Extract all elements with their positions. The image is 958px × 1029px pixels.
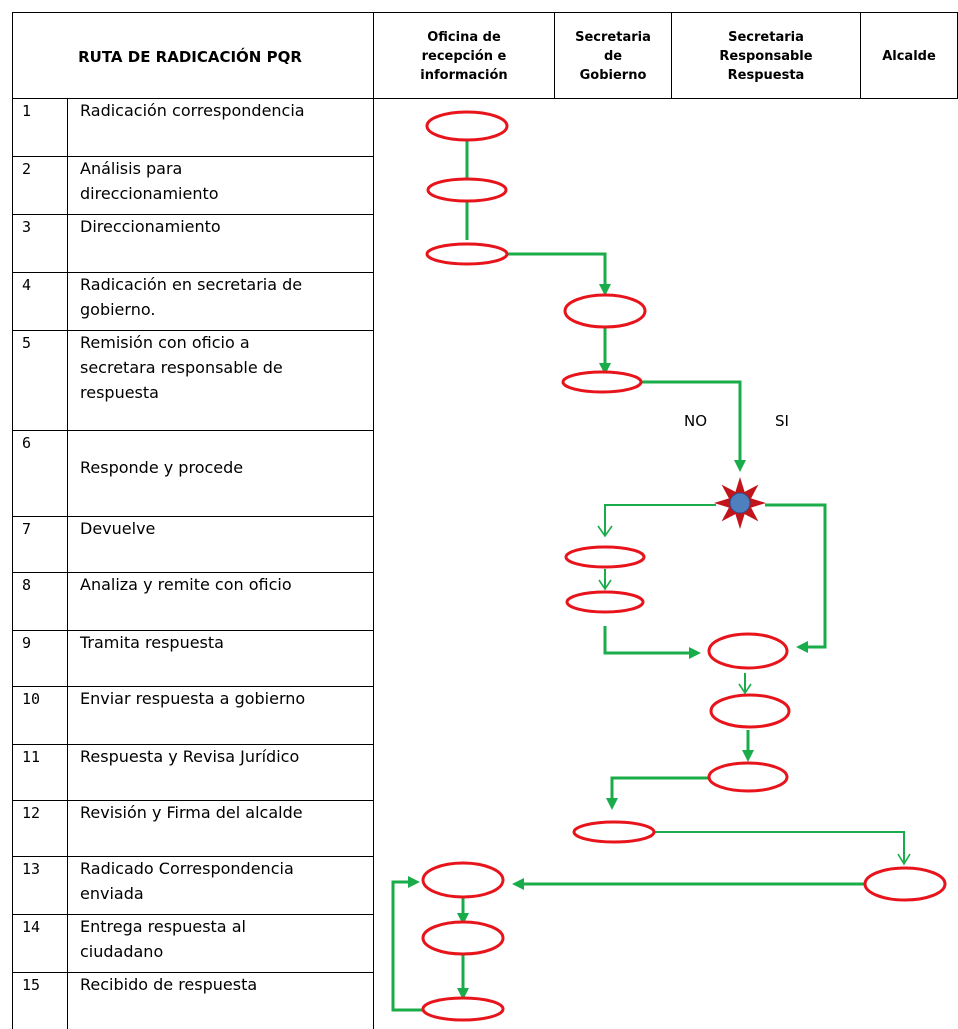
step-description-line: Recibido de respuesta [80,975,257,994]
node-radicacion-gobierno [563,293,647,329]
node-revision-firma [572,820,656,844]
step-description-line: Radicado Correspondencia [80,859,294,878]
step-number: 11 [22,748,40,766]
arrow-head-no-branch [597,525,613,538]
column-header-line: recepción e [422,49,507,64]
column-header-line: Oficina de [427,30,501,45]
step-number: 1 [22,102,31,120]
column-header-line: Secretaria [575,30,651,45]
connector-8-9 [603,626,690,655]
step-number: 2 [22,160,31,178]
node-analisis [426,177,508,203]
arrow-head-5-decision [734,460,746,472]
arrow-head-13-14 [457,913,469,925]
connector-12-13 [655,831,905,862]
star-decision-icon [714,477,766,529]
step-description-line: Tramita respuesta [79,633,224,652]
step-description-line: Radicación en secretaria de [80,275,302,294]
step-description-line: enviada [80,884,144,903]
step-description-line: Revisión y Firma del alcalde [80,803,303,822]
step-number: 10 [22,690,40,708]
step-description-line: Remisión con oficio a [80,333,250,352]
step-description-line: gobierno. [80,300,155,319]
node-entrega-respuesta [421,920,505,956]
column-headers: Oficina de recepción e información Secretar… [420,30,936,83]
column-header-line: Secretaria [728,30,804,45]
branch-label-no: NO [684,412,707,430]
arrow-head-10-11 [742,750,754,762]
row-separators [12,156,374,973]
arrow-head-8-9 [689,647,701,659]
column-header-line: de [604,49,622,64]
step-description-line: respuesta [80,383,159,402]
step-description-line: Entrega respuesta al [80,917,246,936]
step-number: 14 [22,918,40,936]
table-title: RUTA DE RADICACIÓN PQR [78,47,302,66]
step-description-line: secretara responsable de [80,358,283,377]
step-description-line: Respuesta y Revisa Jurídico [80,747,299,766]
arrow-head-alcalde-radicado [512,878,524,890]
table-grid [12,12,958,1029]
step-number: 9 [22,634,31,652]
arrow-head-4-5 [599,363,611,375]
arrow-head-9-10 [738,683,752,695]
connector-3-4 [508,252,607,286]
step-description-line: Radicación correspondencia [80,101,305,120]
node-radicado-enviada [421,861,505,899]
step-rows: 1 Radicación correspondencia 2 Análisis par… [22,101,305,994]
arrow-head-12-13 [897,853,911,866]
step-number: 3 [22,218,31,236]
node-remision-oficio [561,370,643,394]
node-enviar-respuesta [709,693,791,729]
arrow-head-loop-15-13 [408,876,420,888]
column-header-line: Respuesta [728,68,805,83]
column-header-line: Responsable [719,49,812,64]
flow-nodes [421,110,947,1022]
node-revisa-juridico [707,761,789,793]
node-alcalde [863,866,947,902]
step-number: 7 [22,520,31,538]
column-header-line: Alcalde [882,49,936,64]
step-description-line: ciudadano [80,942,163,961]
node-analiza-remite [565,590,645,614]
step-description-line: Responde y procede [80,458,243,477]
node-radicacion-correspondencia [425,110,509,142]
step-number: 12 [22,804,40,822]
node-direccionamiento [425,242,509,266]
step-number: 5 [22,334,31,352]
node-tramita-respuesta [707,632,789,670]
node-devuelve [564,545,646,569]
arrow-head-14-15 [457,988,469,1000]
connector-5-decision [642,380,742,462]
step-description-line: Enviar respuesta a gobierno [80,689,305,708]
arrow-head-7-8 [598,579,612,591]
step-description-line: Direccionamiento [80,217,221,236]
decision-core [729,492,751,514]
node-recibido-respuesta [421,996,505,1022]
step-number: 13 [22,860,40,878]
step-description-line: Análisis para [80,159,182,178]
step-number: 6 [22,434,31,452]
arrow-head-3-4 [599,284,611,296]
connector-no-branch [604,504,716,535]
column-header-line: Gobierno [580,68,647,83]
arrow-head-11-12 [606,798,618,810]
step-description-line: Analiza y remite con oficio [80,575,292,594]
arrow-head-si-branch [796,641,808,653]
step-description-line: Devuelve [80,519,155,538]
step-number: 15 [22,976,40,994]
branch-label-si: SI [775,412,789,430]
connector-11-12 [610,776,708,800]
step-number: 4 [22,276,31,294]
column-header-line: información [420,68,507,83]
step-number: 8 [22,576,31,594]
step-description-line: direccionamiento [80,184,219,203]
connector-si-branch [765,503,827,649]
connector-loop-15-13 [391,880,422,1012]
